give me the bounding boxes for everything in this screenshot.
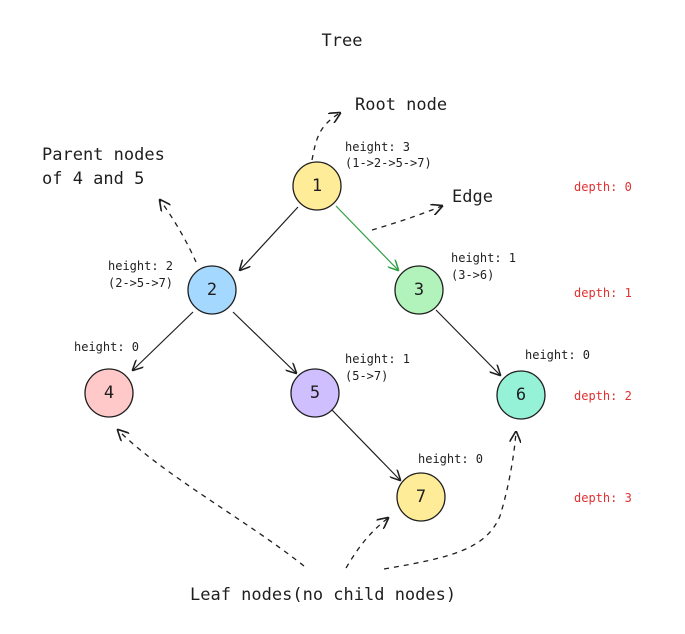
- root-pointer-arrow: [311, 113, 340, 161]
- root-node-label: Root node: [355, 95, 447, 115]
- edge-pointer-arrow: [371, 206, 442, 231]
- height-annotations: height: 3 (1->2->5->7) height: 2 (2->5->…: [74, 140, 590, 466]
- edge-1-2: [240, 206, 299, 270]
- edge-2-4: [133, 311, 194, 370]
- depth-2-label: depth: 2: [574, 389, 632, 403]
- node-circle: [290, 368, 340, 418]
- node-5-height: height: 1: [345, 352, 410, 366]
- node-7-height: height: 0: [418, 452, 483, 466]
- node-3: 3: [394, 265, 444, 315]
- node-label: 2: [207, 280, 217, 300]
- leaf-pointer-arrow-4: [118, 430, 305, 567]
- node-6: 6: [496, 370, 546, 420]
- parent-nodes-label-line2: of 4 and 5: [42, 169, 144, 189]
- leaf-pointer-arrow-6: [383, 432, 516, 570]
- node-4-height: height: 0: [74, 340, 139, 354]
- node-4: 4: [84, 368, 134, 418]
- node-circle: [84, 368, 134, 418]
- edge-label: Edge: [452, 187, 493, 207]
- node-circle: [187, 265, 237, 315]
- annotation-arrows: [118, 113, 516, 570]
- node-label: 4: [104, 383, 114, 403]
- diagram-title: Tree: [322, 31, 363, 51]
- node-label: 3: [414, 280, 424, 300]
- node-label: 7: [416, 487, 426, 507]
- node-label: 1: [312, 176, 322, 196]
- edge-3-6: [435, 309, 500, 375]
- edge-5-7: [331, 409, 400, 480]
- node-5-path: (5->7): [345, 369, 388, 383]
- leaf-pointer-arrow-7: [345, 518, 388, 569]
- node-label: 5: [310, 383, 320, 403]
- node-3-path: (3->6): [451, 268, 494, 282]
- node-1: 1: [292, 161, 342, 211]
- node-2-height: height: 2: [108, 259, 173, 273]
- edge-1-3: [335, 205, 398, 270]
- edge-2-5: [232, 311, 296, 373]
- node-label: 6: [516, 385, 526, 405]
- node-circle: [394, 265, 444, 315]
- node-2: 2: [187, 265, 237, 315]
- node-7: 7: [396, 472, 446, 522]
- node-5: 5: [290, 368, 340, 418]
- depth-1-label: depth: 1: [574, 286, 632, 300]
- depth-labels: depth: 0 depth: 1 depth: 2 depth: 3: [574, 180, 632, 505]
- node-circle: [496, 370, 546, 420]
- parent-nodes-label-line1: Parent nodes: [42, 145, 165, 165]
- leaf-nodes-label: Leaf nodes(no child nodes): [190, 585, 456, 605]
- depth-3-label: depth: 3: [574, 491, 632, 505]
- depth-0-label: depth: 0: [574, 180, 632, 194]
- parent-pointer-arrow: [160, 200, 197, 263]
- node-2-path: (2->5->7): [108, 276, 173, 290]
- tree-nodes: 1 2 3 4 5 6 7: [84, 161, 546, 522]
- callout-labels: Root node Parent nodes of 4 and 5 Edge L…: [42, 95, 493, 605]
- tree-edges: [133, 205, 500, 480]
- node-circle: [292, 161, 342, 211]
- node-6-height: height: 0: [525, 348, 590, 362]
- node-1-height: height: 3: [345, 140, 410, 154]
- node-3-height: height: 1: [451, 251, 516, 265]
- node-1-path: (1->2->5->7): [345, 156, 432, 170]
- node-circle: [396, 472, 446, 522]
